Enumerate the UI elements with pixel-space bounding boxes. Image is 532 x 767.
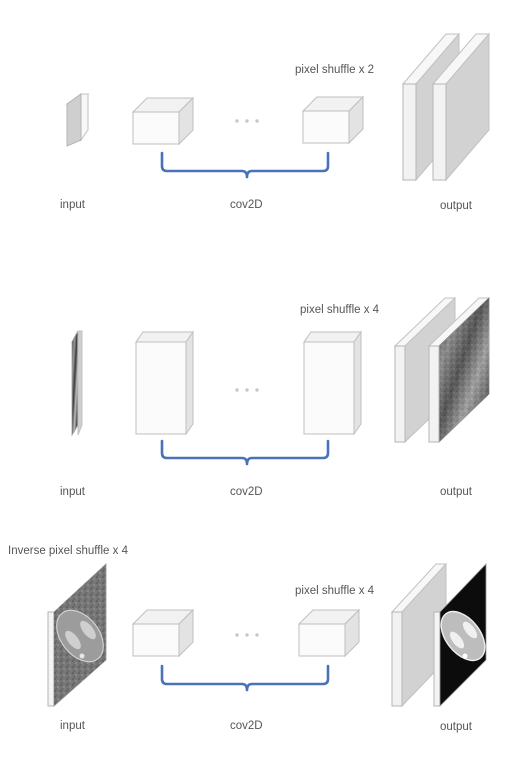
row2-conv-block-first	[135, 330, 194, 436]
row2-conv-block-last	[303, 330, 362, 436]
row2-ellipsis-dots	[235, 388, 259, 392]
row1-output-plates	[401, 32, 491, 182]
row1-conv-brace	[160, 151, 330, 179]
row1-input-label: input	[60, 199, 86, 211]
row-2: pixel shuffle x 4 input cov2D output	[60, 296, 491, 498]
row3-output-label: output	[440, 721, 473, 733]
row2-conv-brace	[160, 439, 330, 466]
row2-output-plates	[393, 296, 491, 444]
row3-input-ct-slice	[47, 563, 107, 707]
row3-input-label: input	[60, 720, 86, 732]
row1-conv-block-last	[301, 95, 365, 145]
row2-upsample-label: pixel shuffle x 4	[300, 304, 380, 316]
row3-downsample-label: Inverse pixel shuffle x 4	[8, 545, 129, 557]
row2-input-slab	[71, 330, 83, 437]
row2-conv-label: cov2D	[230, 486, 263, 498]
row1-output-label: output	[440, 200, 473, 212]
row2-output-label: output	[440, 486, 473, 498]
row3-ellipsis-dots	[235, 633, 259, 637]
row-3: Inverse pixel shuffle x 4 pixel shuffle …	[8, 545, 487, 733]
row2-input-label: input	[60, 486, 86, 498]
row1-ellipsis-dots	[235, 119, 259, 123]
row1-conv-block-first	[131, 96, 195, 146]
row1-input-slab	[65, 93, 90, 147]
row3-conv-block-last	[297, 608, 361, 658]
row1-upsample-label: pixel shuffle x 2	[295, 64, 374, 76]
row3-conv-brace	[160, 664, 330, 692]
row1-conv-label: cov2D	[230, 199, 263, 211]
row3-output-plates	[390, 562, 487, 708]
row3-conv-label: cov2D	[230, 720, 263, 732]
row3-upsample-label: pixel shuffle x 4	[295, 585, 375, 597]
row3-conv-block-first	[131, 608, 195, 658]
row-1: pixel shuffle x 2 input cov2D output	[60, 32, 491, 212]
